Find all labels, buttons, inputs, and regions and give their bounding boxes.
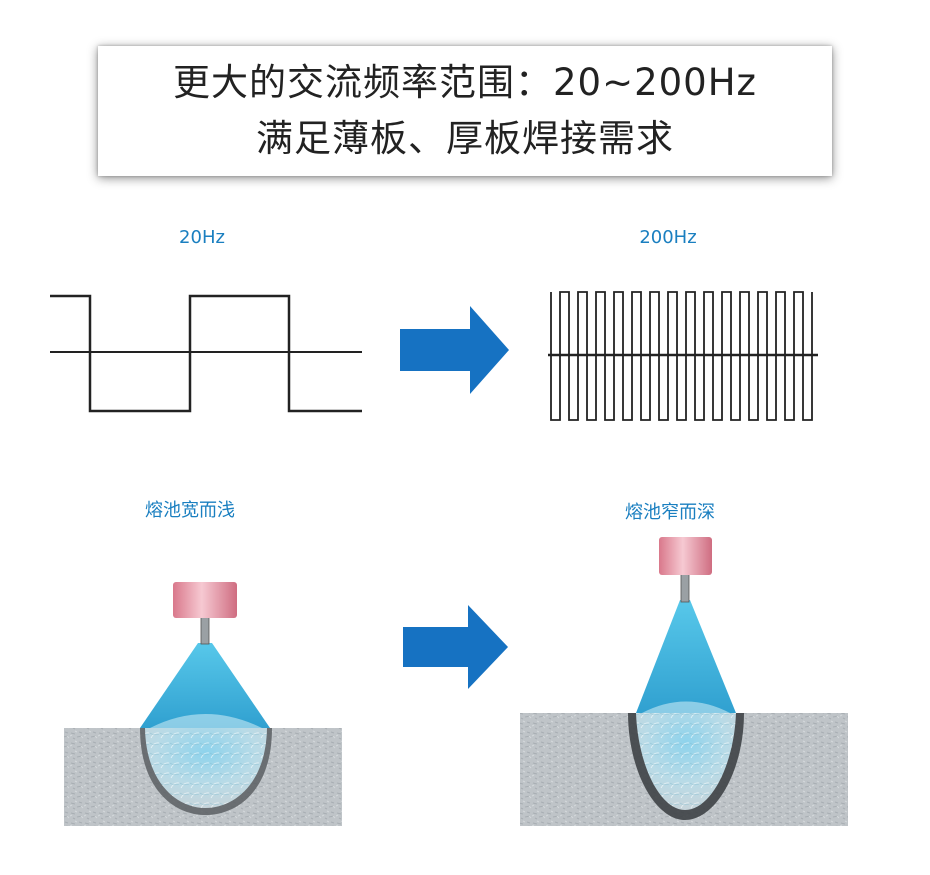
welding-torch-icon	[173, 582, 237, 618]
title-banner: 更大的交流频率范围：20~200Hz 满足薄板、厚板焊接需求	[98, 46, 832, 176]
right-arrow-icon	[400, 306, 509, 394]
arc-cone-left	[140, 643, 270, 728]
right-arrow-icon	[403, 605, 508, 689]
low-frequency-waveform	[50, 294, 362, 413]
welding-torch-icon	[659, 537, 712, 575]
title-line-2: 满足薄板、厚板焊接需求	[256, 117, 674, 160]
high-frequency-label: 200Hz	[639, 227, 697, 248]
high-frequency-waveform	[548, 291, 818, 421]
low-frequency-label: 20Hz	[179, 227, 225, 248]
wide-shallow-pool-label: 熔池宽而浅	[145, 500, 235, 521]
arc-cone-right	[636, 600, 736, 713]
narrow-deep-weld-illustration	[520, 537, 848, 826]
title-line-1: 更大的交流频率范围：20~200Hz	[173, 61, 757, 104]
wide-shallow-weld-illustration	[64, 582, 342, 826]
narrow-deep-pool-label: 熔池窄而深	[625, 502, 715, 523]
